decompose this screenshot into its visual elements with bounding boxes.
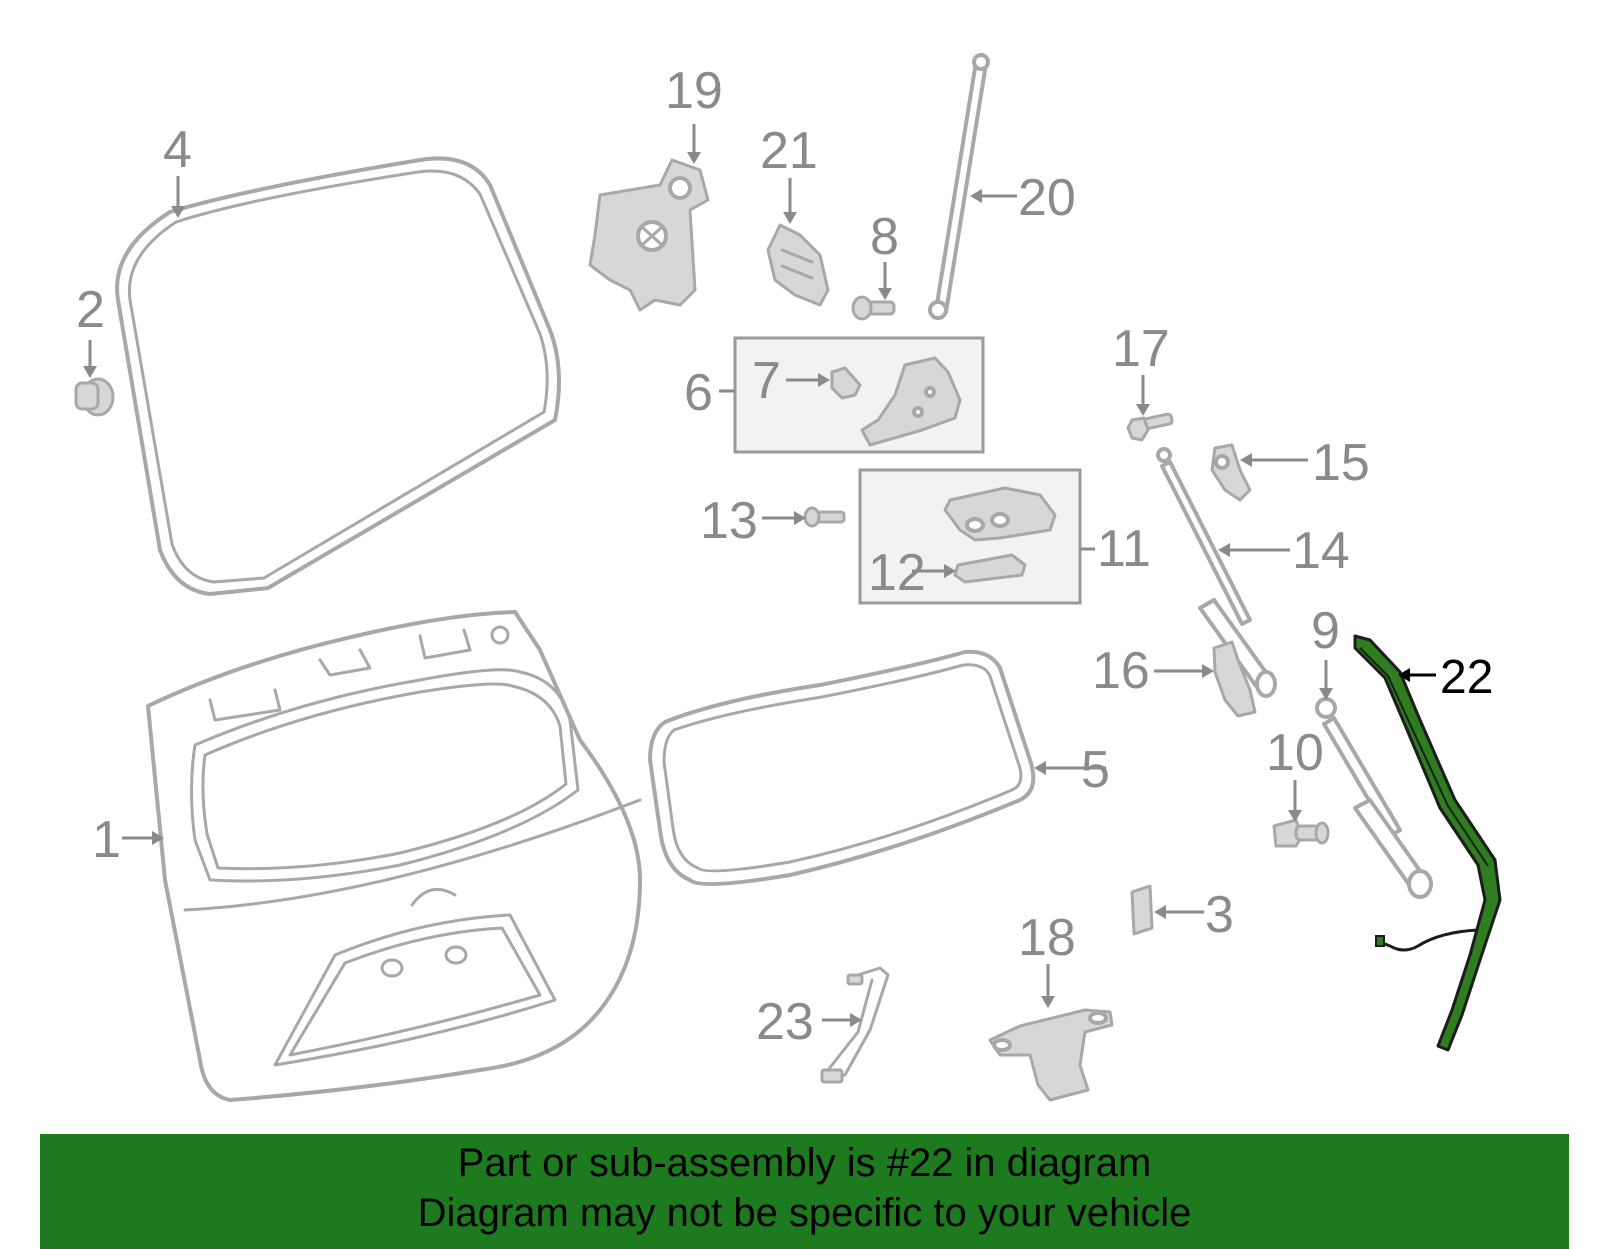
- part-1-back-door: [146, 610, 642, 1102]
- part-2-cushion: [74, 377, 115, 417]
- part-11-hinge-box: [858, 468, 1082, 605]
- callout-6: 6: [684, 364, 713, 422]
- part-10-ball-stud: [1272, 818, 1330, 848]
- callout-16: 16: [1092, 642, 1150, 700]
- callout-8: 8: [870, 208, 899, 266]
- part-17-bolt: [1126, 412, 1174, 442]
- callout-11: 11: [1097, 520, 1151, 578]
- callout-19: 19: [665, 62, 723, 120]
- callout-21: 21: [760, 122, 818, 180]
- callout-15: 15: [1312, 434, 1370, 492]
- callout-13: 13: [700, 492, 758, 550]
- callout-3: 3: [1205, 886, 1234, 944]
- callout-10: 10: [1266, 724, 1324, 782]
- leader-arrows: [83, 124, 1436, 1027]
- part-23-harness: [820, 966, 890, 1084]
- callout-22: 22: [1440, 651, 1493, 704]
- part-20-stay: [928, 53, 990, 320]
- part-9-strut: [1315, 697, 1433, 899]
- callout-4: 4: [163, 121, 192, 179]
- callout-1: 1: [92, 811, 121, 869]
- part-16-bracket: [1212, 640, 1257, 718]
- part-19-lock: [588, 158, 710, 312]
- part-21-bracket: [766, 223, 830, 307]
- part-6-hinge-box: [733, 336, 985, 454]
- part-14-strut: [1156, 447, 1277, 698]
- callout-2: 2: [76, 281, 105, 339]
- callout-18: 18: [1018, 909, 1076, 967]
- part-5-weatherstrip: [648, 649, 1036, 886]
- info-banner: Part or sub-assembly is #22 in diagram D…: [40, 1134, 1569, 1249]
- callout-7: 7: [752, 352, 781, 410]
- part-15-stud: [1210, 443, 1252, 502]
- part-4-back-glass: [115, 156, 561, 596]
- part-3-cushion: [1130, 884, 1154, 936]
- part-8-bolt: [851, 295, 896, 321]
- callout-23: 23: [756, 993, 814, 1051]
- callout-5: 5: [1081, 741, 1110, 799]
- part-22-weatherstrip: [1353, 634, 1502, 1052]
- part-18-housing: [988, 1008, 1114, 1102]
- banner-line-2: Diagram may not be specific to your vehi…: [417, 1191, 1192, 1235]
- callout-12: 12: [868, 544, 926, 602]
- part-13-bolt: [803, 506, 846, 528]
- banner-line-1: Part or sub-assembly is #22 in diagram: [457, 1141, 1152, 1185]
- callout-14: 14: [1292, 522, 1350, 580]
- callout-9: 9: [1311, 602, 1340, 660]
- callout-17: 17: [1112, 320, 1170, 378]
- callout-20: 20: [1018, 169, 1076, 227]
